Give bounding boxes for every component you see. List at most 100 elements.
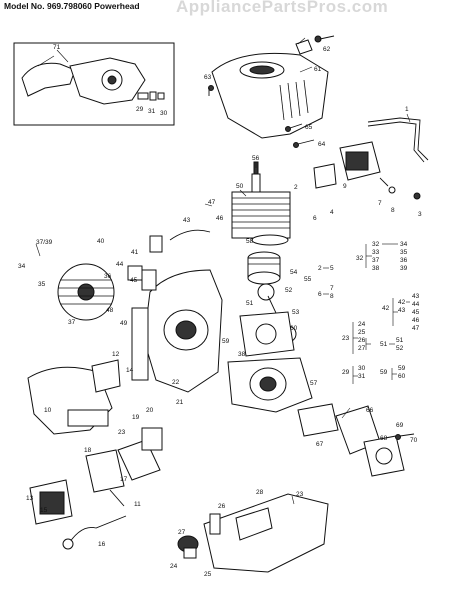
watermark: AppliancePartsPros.com: [176, 0, 389, 16]
inset-box: [13, 42, 175, 126]
group-42-right-0: 43: [412, 293, 420, 300]
callout-31: 31: [148, 108, 156, 115]
callout-26: 26: [218, 503, 226, 510]
callout-34: 34: [18, 263, 26, 270]
callout-45: 45: [130, 277, 138, 284]
callout-7: 7: [378, 200, 382, 207]
fuel-tank: [177, 493, 329, 573]
group-32-right-3: 39: [400, 265, 408, 272]
callout-52-top: 52: [285, 287, 293, 294]
group-23-item-3: 27: [358, 345, 366, 352]
callout-8: 8: [391, 207, 395, 214]
callout-1: 1: [405, 106, 409, 113]
carburetor: [85, 427, 163, 507]
flywheel: [57, 263, 115, 321]
callout-15: 15: [40, 507, 48, 514]
group-59-item-1: 60: [398, 373, 406, 380]
callout-60: 60: [290, 325, 298, 332]
callout-58: 58: [246, 238, 254, 245]
intake-gaskets: [297, 403, 415, 477]
group-32-item-3: 38: [372, 265, 380, 272]
group-23-left: 23: [342, 335, 350, 342]
group-brackets: [352, 244, 398, 384]
callout-49: 49: [120, 320, 128, 327]
callout-23: 23: [118, 429, 126, 436]
callout-53: 53: [292, 309, 300, 316]
group-29-left: 29: [342, 369, 350, 376]
group-51-item-0: 51: [396, 337, 404, 344]
group-32-right-0: 34: [400, 241, 408, 248]
callout-47: 47: [208, 199, 216, 206]
group-23-item-2: 26: [358, 337, 366, 344]
callout-67: 67: [316, 441, 324, 448]
callout-66: 66: [366, 407, 374, 414]
callout-50: 50: [236, 183, 244, 190]
callout-16: 16: [98, 541, 106, 548]
group-29-item-0: 30: [358, 365, 366, 372]
callout-22: 22: [172, 379, 180, 386]
callout-36: 36: [104, 273, 112, 280]
group-2-item-0: 5: [330, 265, 334, 272]
callout-21: 21: [176, 399, 184, 406]
group-51-left: 51: [380, 341, 388, 348]
group-42-left: 42: [382, 305, 390, 312]
group-59-item-0: 59: [398, 365, 406, 372]
group-6-left: 6: [318, 291, 322, 298]
callout-9: 9: [343, 183, 347, 190]
callout-43: 43: [183, 217, 191, 224]
callout-71: 71: [53, 44, 61, 51]
group-32-item-1: 33: [372, 249, 380, 256]
crankcase: [131, 269, 223, 393]
callout-57: 57: [310, 380, 318, 387]
group-42-right-4: 47: [412, 325, 420, 332]
piston: [247, 251, 281, 285]
callout-24: 24: [170, 563, 178, 570]
callout-10: 10: [44, 407, 52, 414]
group-42-right-2: 45: [412, 309, 420, 316]
callout-6: 6: [313, 215, 317, 222]
group-23-item-0: 24: [358, 321, 366, 328]
group-6-item-1: 8: [330, 293, 334, 300]
callout-68: 68: [380, 435, 388, 442]
ignition-module: [339, 141, 421, 200]
leader-lines: [35, 37, 411, 505]
callout-69: 69: [396, 422, 404, 429]
group-29-item-1: 31: [358, 373, 366, 380]
callout-41: 41: [131, 249, 139, 256]
group-32-right-1: 35: [400, 249, 408, 256]
ignition-wire: [367, 117, 429, 161]
callout-30: 30: [160, 110, 168, 117]
callout-54: 54: [290, 269, 298, 276]
callout-59: 59: [222, 338, 230, 345]
callout-35: 35: [38, 281, 46, 288]
callout-28: 28: [256, 489, 264, 496]
group-42-right-3: 46: [412, 317, 420, 324]
callout-63: 63: [204, 74, 212, 81]
callout-51: 51: [246, 300, 254, 307]
callout-2: 2: [294, 184, 298, 191]
callout-23b: 23: [296, 491, 304, 498]
callout-48: 48: [106, 307, 114, 314]
callout-62: 62: [323, 46, 331, 53]
top-shroud: [208, 35, 335, 139]
callout-13: 13: [26, 495, 34, 502]
group-42-item-0: 42: [398, 299, 406, 306]
reference-groups: 32 32 33 37 38 34 35 36 39 2 5 6 7 8 42 …: [318, 241, 420, 380]
callout-37-39: 37/39: [36, 239, 53, 246]
callout-3: 3: [418, 211, 422, 218]
group-32-left: 32: [356, 255, 364, 262]
callout-70: 70: [410, 437, 418, 444]
callout-56: 56: [252, 155, 260, 162]
callout-17: 17: [120, 476, 128, 483]
air-filter: [29, 479, 73, 525]
recoil-housing: [27, 359, 121, 435]
callout-20: 20: [146, 407, 154, 414]
crankcase-lower: [227, 357, 313, 413]
callout-27: 27: [178, 529, 186, 536]
group-6-item-0: 7: [330, 285, 334, 292]
group-32-item-0: 32: [372, 241, 380, 248]
group-2-left: 2: [318, 265, 322, 272]
callout-11: 11: [134, 501, 141, 508]
group-32-right-2: 36: [400, 257, 408, 264]
